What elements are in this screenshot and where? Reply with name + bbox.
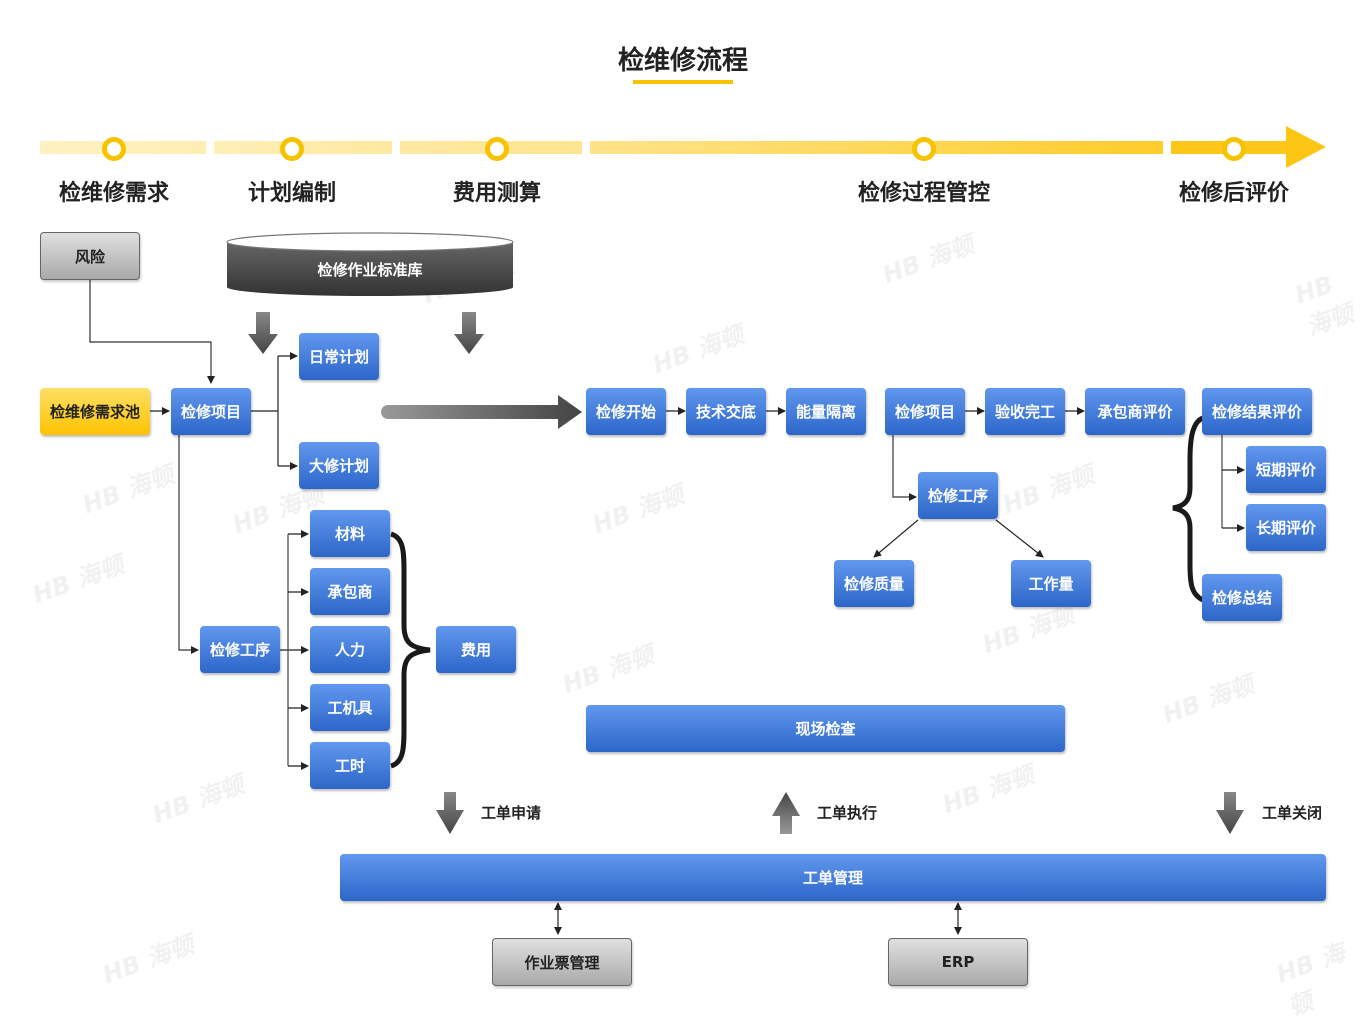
node-quality[interactable]: 检修质量 [834,560,914,607]
node-site-inspection[interactable]: 现场检查 [586,705,1065,752]
big-right-arrow-icon [381,395,582,429]
timeline-arrowhead [1286,126,1326,168]
node-workload[interactable]: 工作量 [1011,560,1091,607]
node-process-left[interactable]: 检修工序 [200,626,280,673]
down-arrow-icon [248,312,278,354]
node-permit-mgmt[interactable]: 作业票管理 [492,938,632,986]
title-underline [633,80,733,84]
brace-right [1172,415,1205,603]
node-start[interactable]: 检修开始 [586,388,666,435]
stage-label-costing: 费用测算 [452,181,542,206]
node-project-left[interactable]: 检修项目 [171,388,251,435]
node-work-order-mgmt[interactable]: 工单管理 [340,854,1326,901]
node-energy-isolation[interactable]: 能量隔离 [786,388,866,435]
node-project-right[interactable]: 检修项目 [885,388,965,435]
node-short-term-eval[interactable]: 短期评价 [1246,446,1326,493]
node-risk[interactable]: 风险 [40,232,140,280]
stage-label-evaluation: 检修后评价 [1178,181,1290,206]
stage-label-planning: 计划编制 [247,181,337,206]
node-labor[interactable]: 人力 [310,626,390,673]
node-tools[interactable]: 工机具 [310,684,390,731]
timeline-dot [485,137,509,161]
node-long-term-eval[interactable]: 长期评价 [1246,504,1326,551]
node-tech-briefing[interactable]: 技术交底 [686,388,766,435]
page-title: 检维修流程 [617,46,748,76]
node-erp[interactable]: ERP [888,938,1028,986]
timeline-dot [912,137,936,161]
standard-library-cylinder [226,232,514,296]
timeline-segment [590,141,1163,154]
standard-library-label: 检修作业标准库 [317,260,423,279]
connector [178,435,199,654]
node-acceptance[interactable]: 验收完工 [985,388,1065,435]
node-cost[interactable]: 费用 [436,626,516,673]
node-result-eval[interactable]: 检修结果评价 [1202,388,1312,435]
node-overhaul-plan[interactable]: 大修计划 [299,442,379,489]
node-demand-pool[interactable]: 检维修需求池 [40,388,150,435]
brace-left [389,531,431,769]
stage-label-process-control: 检修过程管控 [857,181,991,206]
node-material[interactable]: 材料 [310,510,390,557]
down-arrow-icon [436,792,464,834]
timeline-dot [280,137,304,161]
down-arrow-icon [454,312,484,354]
node-contractor-eval[interactable]: 承包商评价 [1085,388,1185,435]
connector [89,280,215,384]
timeline-dot [102,137,126,161]
label-work-order-apply: 工单申请 [481,804,542,822]
node-daily-plan[interactable]: 日常计划 [299,333,379,380]
down-arrow-icon [1216,792,1244,834]
stage-label-demand: 检维修需求 [58,181,170,206]
node-process-right[interactable]: 检修工序 [918,472,998,519]
up-arrow-icon [772,792,800,834]
node-contractor[interactable]: 承包商 [310,568,390,615]
node-man-hours[interactable]: 工时 [310,742,390,789]
label-work-order-close: 工单关闭 [1262,804,1323,822]
timeline-dot [1222,137,1246,161]
node-summary[interactable]: 检修总结 [1202,574,1282,621]
label-work-order-execute: 工单执行 [817,804,878,822]
